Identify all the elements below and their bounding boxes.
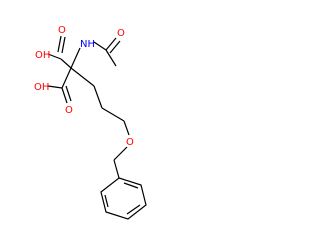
bond-benzyl-ring (113, 159, 120, 179)
benzene-double-1 (123, 182, 139, 189)
bond-cooh1-co-double-b (61, 36, 66, 54)
bond-cooh1-co-double-a (57, 35, 62, 53)
bond-nh-amide-c (93, 41, 107, 51)
bond-chain-1 (70, 67, 95, 87)
bond-amide-co-double-b (109, 40, 121, 54)
bond-cooh2-co-double-b (65, 85, 72, 102)
bond-cooh2-oh (47, 85, 63, 89)
benzene-ring (100, 177, 147, 220)
label-nh: NH (80, 39, 95, 50)
bond-qc-cooh2 (61, 67, 72, 89)
label-oh-top: OH (35, 50, 50, 61)
bond-qc-nh (70, 47, 81, 69)
bond-ether-benzyl (113, 146, 128, 161)
bond-cooh2-co-double-a (61, 87, 68, 104)
bond-amide-methyl (105, 49, 117, 67)
label-o-carbonyl-top: O (58, 25, 66, 36)
label-o-ether: O (126, 137, 134, 148)
molecule-structure: OH O NH O OH O O (34, 25, 147, 220)
benzene-double-2 (126, 204, 141, 215)
bond-chain-3 (101, 107, 125, 122)
label-o-amide: O (117, 28, 125, 39)
bond-cooh1-qc (60, 58, 72, 69)
benzene-double-3 (104, 194, 109, 208)
bond-chain-2 (93, 85, 103, 109)
bond-chain-ether (123, 120, 130, 136)
bond-amide-co-double-a (105, 37, 117, 51)
label-oh-bottom: OH (34, 82, 49, 93)
bond-cooh1-oh (47, 53, 62, 60)
structure-canvas: OH O NH O OH O O (34, 25, 147, 220)
label-o-carbonyl-bottom: O (65, 105, 73, 116)
